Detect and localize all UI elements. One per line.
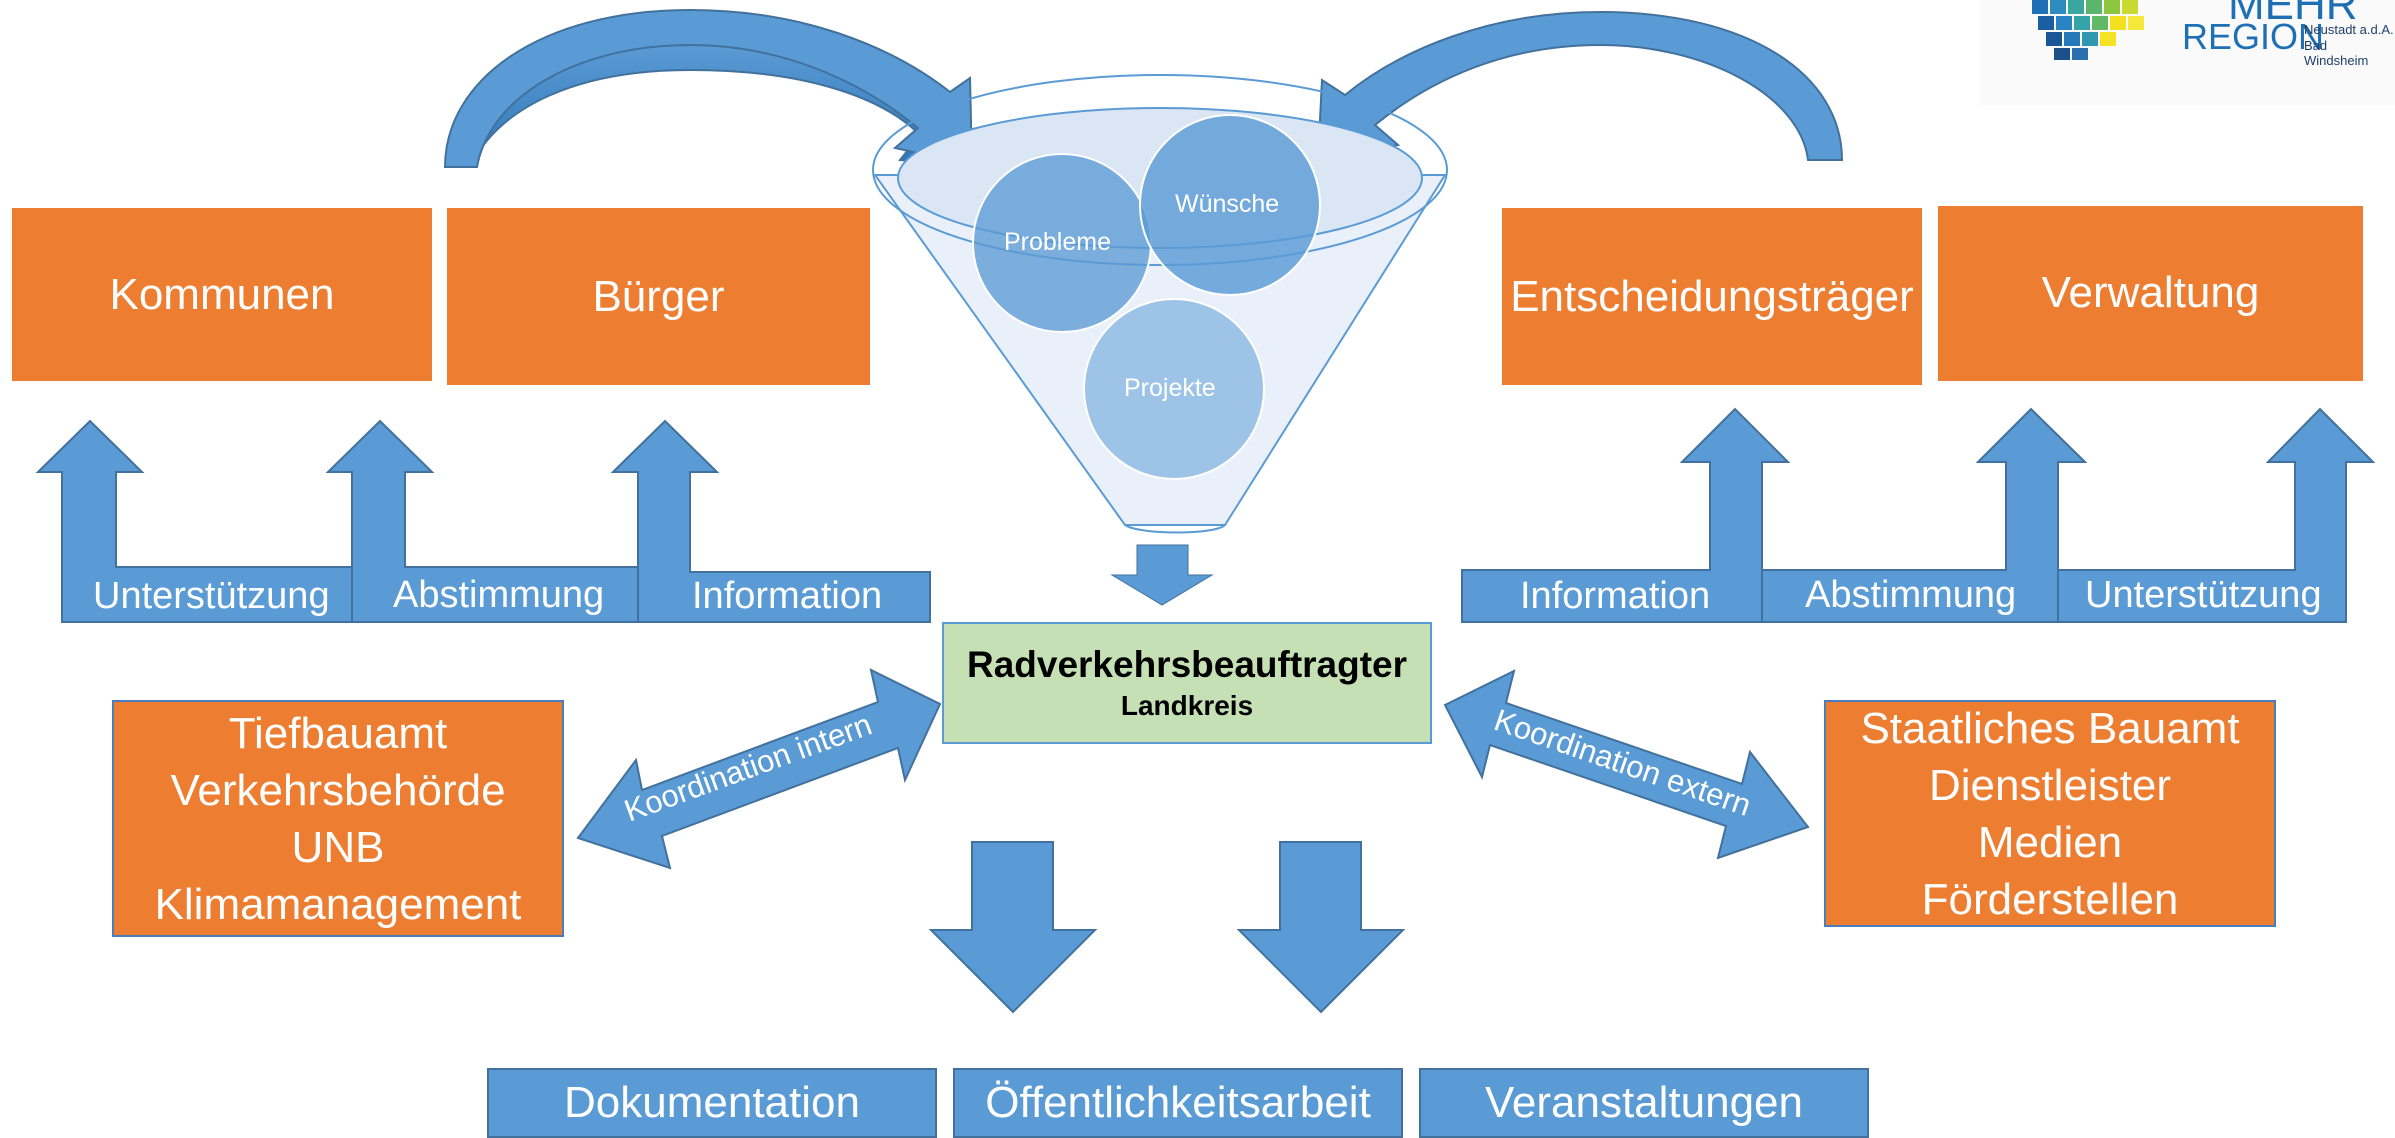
funnel-down-arrow <box>1110 544 1214 606</box>
right-arrow-label-information: Information <box>1520 575 1711 617</box>
circle-label-probleme: Probleme <box>1004 228 1111 256</box>
left-arrow-label-unterstuetzung: Unterstützung <box>93 575 330 617</box>
right-up-arrows <box>1461 407 2376 623</box>
center-title: Radverkehrsbeauftragter <box>966 644 1408 685</box>
box-buerger: Bürger <box>447 208 870 385</box>
right-arrow-label-abstimmung: Abstimmung <box>1805 574 2017 616</box>
koordination-intern-arrow <box>576 668 942 870</box>
box-veranstaltungen: Veranstaltungen <box>1419 1068 1869 1138</box>
logo-word-mehr: MEHR <box>2228 0 2358 29</box>
extern-item: Förderstellen <box>1921 874 2179 924</box>
right-arrow-label-unterstuetzung: Unterstützung <box>2085 574 2322 616</box>
circle-label-wuensche: Wünsche <box>1175 190 1280 218</box>
box-intern: Tiefbauamt Verkehrsbehörde UNB Klimamana… <box>112 700 564 937</box>
logo-line1: Neustadt a.d.A. <box>2304 22 2394 37</box>
curved-arrow-left-body <box>443 8 974 168</box>
intern-item: Tiefbauamt <box>228 708 448 758</box>
curved-arrow-right-body <box>1316 10 1844 162</box>
logo: MEHR REGION Neustadt a.d.A. Bad Windshei… <box>1980 0 2395 105</box>
left-up-arrows <box>35 419 931 623</box>
box-buerger-label: Bürger <box>592 271 725 321</box>
extern-item: Staatliches Bauamt <box>1860 703 2240 753</box>
circle-label-projekte: Projekte <box>1124 374 1216 402</box>
logo-grid-icon <box>2032 0 2144 60</box>
box-entscheidungstraeger-label: Entscheidungsträger <box>1510 271 1914 321</box>
koordination-extern-arrow <box>1443 669 1810 860</box>
intern-item: UNB <box>291 822 385 872</box>
left-arrow-label-information: Information <box>692 575 883 617</box>
box-dokumentation: Dokumentation <box>487 1068 937 1138</box>
left-arrow-label-abstimmung: Abstimmung <box>393 574 605 616</box>
box-oeffentlichkeitsarbeit: Öffentlichkeitsarbeit <box>953 1068 1403 1138</box>
box-entscheidungstraeger: Entscheidungsträger <box>1502 208 1922 385</box>
box-kommunen-label: Kommunen <box>109 269 335 319</box>
funnel <box>872 74 1448 534</box>
box-dokumentation-label: Dokumentation <box>564 1078 860 1127</box>
intern-item: Klimamanagement <box>154 879 522 929</box>
circle-projekte <box>1083 298 1265 480</box>
intern-item: Verkehrsbehörde <box>170 765 506 815</box>
circle-wuensche <box>1139 114 1321 296</box>
box-verwaltung-label: Verwaltung <box>2041 268 2260 317</box>
center-subtitle: Landkreis <box>1120 690 1254 721</box>
big-down-arrows <box>928 841 1406 1014</box>
box-veranstaltungen-label: Veranstaltungen <box>1484 1078 1804 1127</box>
box-extern: Staatliches Bauamt Dienstleister Medien … <box>1824 700 2276 927</box>
box-kommunen: Kommunen <box>12 208 432 381</box>
extern-item: Medien <box>1977 817 2123 867</box>
center-box: Radverkehrsbeauftragter Landkreis <box>942 622 1432 744</box>
logo-word-region: REGION <box>2182 16 2325 57</box>
extern-item: Dienstleister <box>1928 760 2172 810</box>
box-oeffentlichkeitsarbeit-label: Öffentlichkeitsarbeit <box>985 1078 1371 1127</box>
box-verwaltung: Verwaltung <box>1938 206 2363 381</box>
logo-line2: Bad Windsheim <box>2304 38 2369 68</box>
